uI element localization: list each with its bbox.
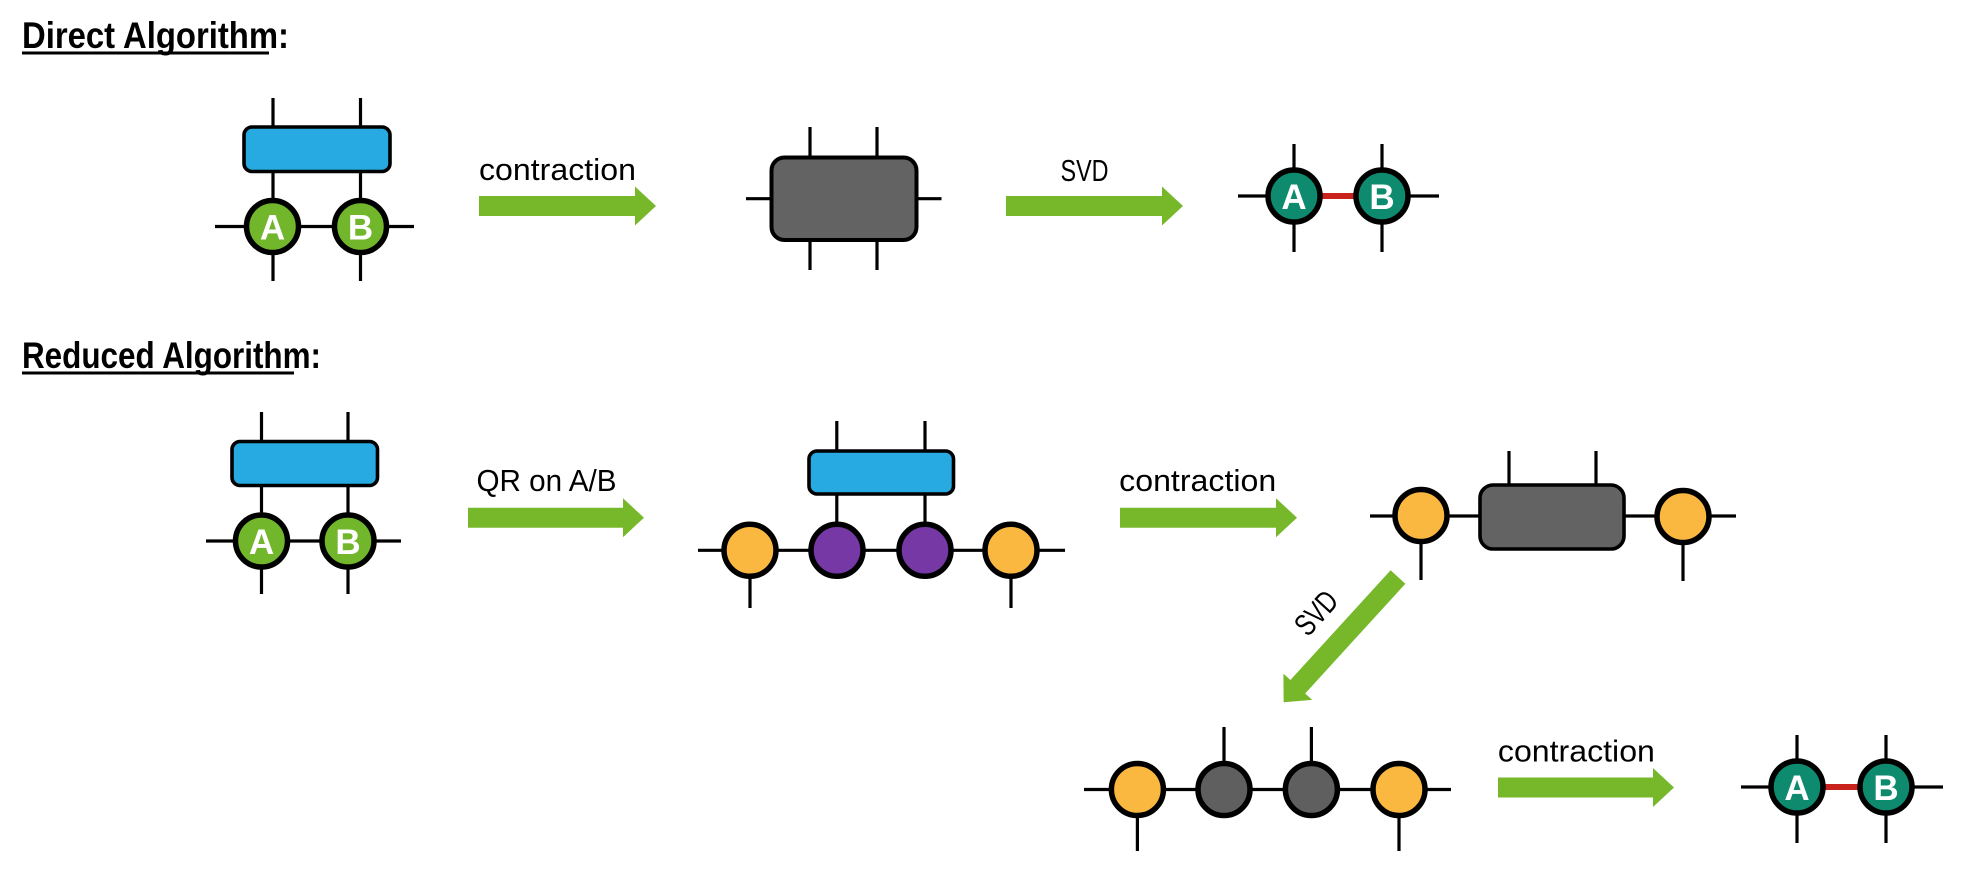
svg-text:A: A: [1784, 769, 1809, 808]
svg-text:B: B: [335, 523, 360, 562]
svg-text:Reduced Algorithm:: Reduced Algorithm:: [22, 335, 321, 376]
svg-text:QR on A/B: QR on A/B: [477, 463, 617, 498]
svg-text:A: A: [260, 209, 285, 248]
svg-text:SVD: SVD: [1061, 153, 1109, 188]
svg-text:A: A: [1281, 178, 1306, 217]
svg-text:A: A: [249, 523, 274, 562]
svg-text:contraction: contraction: [479, 152, 636, 187]
svg-text:B: B: [348, 209, 373, 248]
svg-text:Direct Algorithm:: Direct Algorithm:: [22, 15, 289, 56]
svg-text:contraction: contraction: [1119, 463, 1276, 498]
svg-text:B: B: [1873, 769, 1898, 808]
svg-text:B: B: [1369, 178, 1394, 217]
svg-text:contraction: contraction: [1498, 733, 1655, 768]
